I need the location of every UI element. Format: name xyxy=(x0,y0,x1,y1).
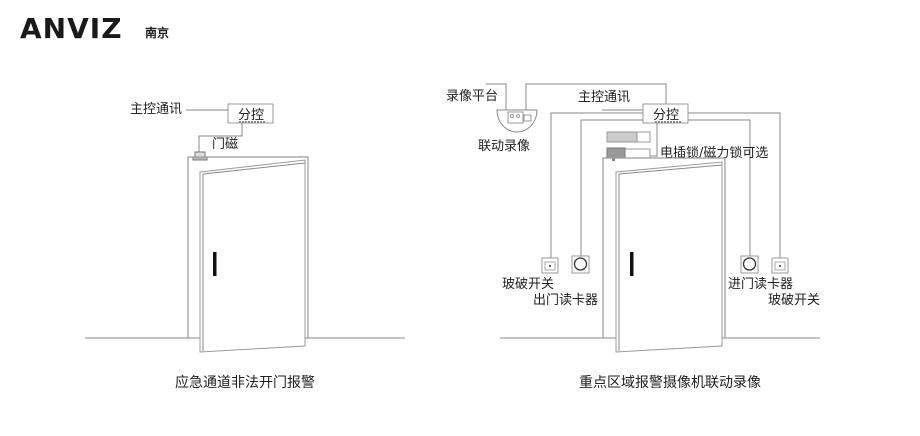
platform-wire xyxy=(486,83,507,110)
left-comm-label: 主控通讯 xyxy=(130,102,182,117)
anviz-logo: ANVIZ 南京 xyxy=(20,12,169,45)
right-glass-label: 玻破开关 xyxy=(768,293,820,308)
right-diagram: 录像平台 联动录像 主控通讯 分控 电插锁/磁力锁可选 xyxy=(446,83,820,391)
magnetic-lock-icon xyxy=(606,131,651,143)
left-door xyxy=(199,159,306,353)
entry-reader-label: 进门读卡器 xyxy=(728,277,793,292)
lock-label: 电插锁/磁力锁可选 xyxy=(660,145,768,161)
left-glass-wire xyxy=(550,112,643,258)
left-controller-label: 分控 xyxy=(238,108,264,123)
logo-city: 南京 xyxy=(145,25,169,40)
camera-icon xyxy=(496,109,538,133)
left-door-handle xyxy=(213,252,217,276)
left-sensor-wire xyxy=(198,123,243,152)
camera-label: 联动录像 xyxy=(478,139,530,154)
left-diagram: 主控通讯 分控 门磁 应急通道非法开门报警 xyxy=(85,102,405,391)
electric-bolt-lock-icon xyxy=(606,147,651,161)
left-caption: 应急通道非法开门报警 xyxy=(175,374,315,391)
lock-wire xyxy=(650,123,658,157)
left-glass-break-switch-icon xyxy=(541,257,559,274)
exit-reader-wire xyxy=(580,119,643,256)
right-comm-label: 主控通讯 xyxy=(578,90,630,105)
right-door-handle xyxy=(630,252,634,276)
left-glass-label: 玻破开关 xyxy=(502,277,554,292)
right-glass-wire xyxy=(688,112,781,258)
left-sensor-label: 门磁 xyxy=(212,137,238,152)
right-controller-label: 分控 xyxy=(653,108,679,123)
entry-card-reader-icon xyxy=(740,255,759,274)
right-caption: 重点区域报警摄像机联动录像 xyxy=(579,375,761,391)
right-door xyxy=(615,161,723,353)
entry-reader-wire xyxy=(688,119,751,256)
logo-brand: ANVIZ xyxy=(20,12,123,45)
exit-reader-label: 出门读卡器 xyxy=(533,293,598,308)
left-controller-box xyxy=(227,103,274,124)
left-door-frame xyxy=(187,156,309,338)
right-door-frame xyxy=(602,157,726,338)
platform-label: 录像平台 xyxy=(446,89,498,104)
door-sensor-icon xyxy=(192,151,208,161)
right-glass-break-switch-icon xyxy=(771,257,789,274)
camera-controller-wire xyxy=(525,83,667,110)
exit-card-reader-icon xyxy=(571,255,590,274)
